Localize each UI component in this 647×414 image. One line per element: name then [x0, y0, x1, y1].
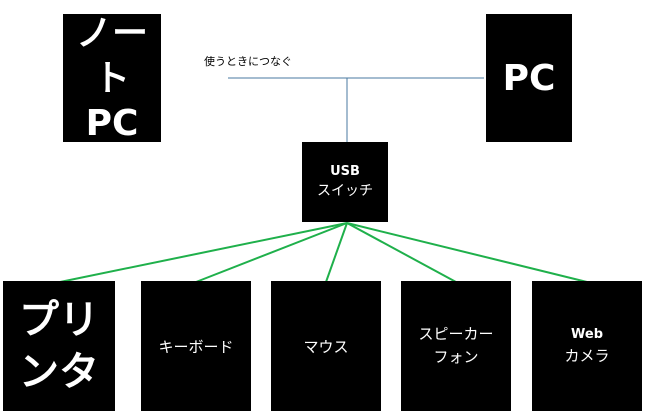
mouse-node: マウス [271, 281, 381, 411]
mouse-label: マウス [303, 337, 349, 356]
usb-switch-label-line-2: スイッチ [317, 183, 373, 200]
speakerphone-node: スピーカー フォン [401, 281, 511, 411]
laptop-label-line-1: ノート [75, 12, 148, 99]
speakerphone-label-line-1: スピーカー [418, 324, 494, 343]
webcam-label-line-1: Web [571, 327, 603, 342]
webcam-node: Web カメラ [532, 281, 642, 411]
usb-switch-label-line-1: USB [330, 163, 360, 179]
pc-label: PC [502, 57, 556, 99]
link-mouse [325, 222, 348, 283]
keyboard-node: キーボード [141, 281, 251, 411]
usb-switch-node: USB スイッチ [302, 142, 388, 222]
printer-node: プリ ンタ [3, 281, 115, 411]
speakerphone-label-line-2: フォン [433, 348, 479, 366]
pc-node: PC [486, 14, 572, 142]
link-printer [59, 222, 348, 283]
printer-label-line-2: ンタ [19, 349, 99, 395]
laptop-label-line-2: PC [85, 102, 139, 144]
webcam-label-line-2: カメラ [564, 346, 610, 365]
link-keyboard [195, 222, 348, 283]
link-webcam [346, 222, 588, 283]
printer-label-line-1: プリ [19, 297, 99, 343]
link-speaker [346, 222, 457, 283]
laptop-node: ノート PC [63, 12, 161, 144]
keyboard-label: キーボード [158, 337, 234, 356]
connection-label: 使うときにつなぐ [204, 55, 292, 68]
